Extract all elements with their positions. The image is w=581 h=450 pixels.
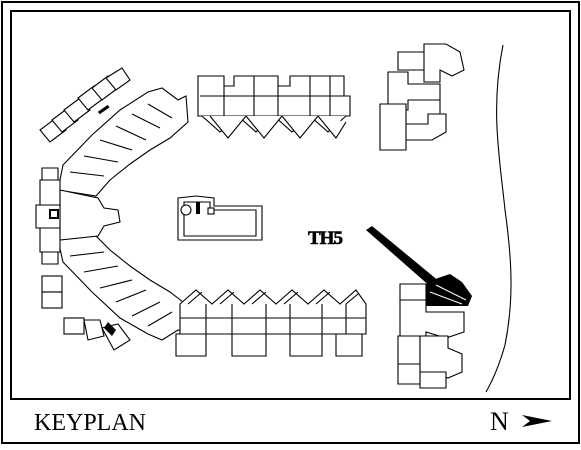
top-row-building — [197, 75, 351, 139]
shoreline — [485, 44, 512, 393]
unit-label: TH5 — [308, 228, 342, 249]
bottom-row-building — [175, 289, 367, 357]
north-label: N — [490, 407, 509, 436]
center-pool — [177, 195, 263, 241]
top-right-building — [379, 43, 465, 151]
left-curved-building — [35, 67, 189, 351]
th5-building — [397, 274, 472, 389]
north-arrow-icon — [522, 415, 552, 427]
pointer-arrow-icon — [366, 226, 440, 288]
keyplan-title: KEYPLAN — [34, 410, 146, 436]
